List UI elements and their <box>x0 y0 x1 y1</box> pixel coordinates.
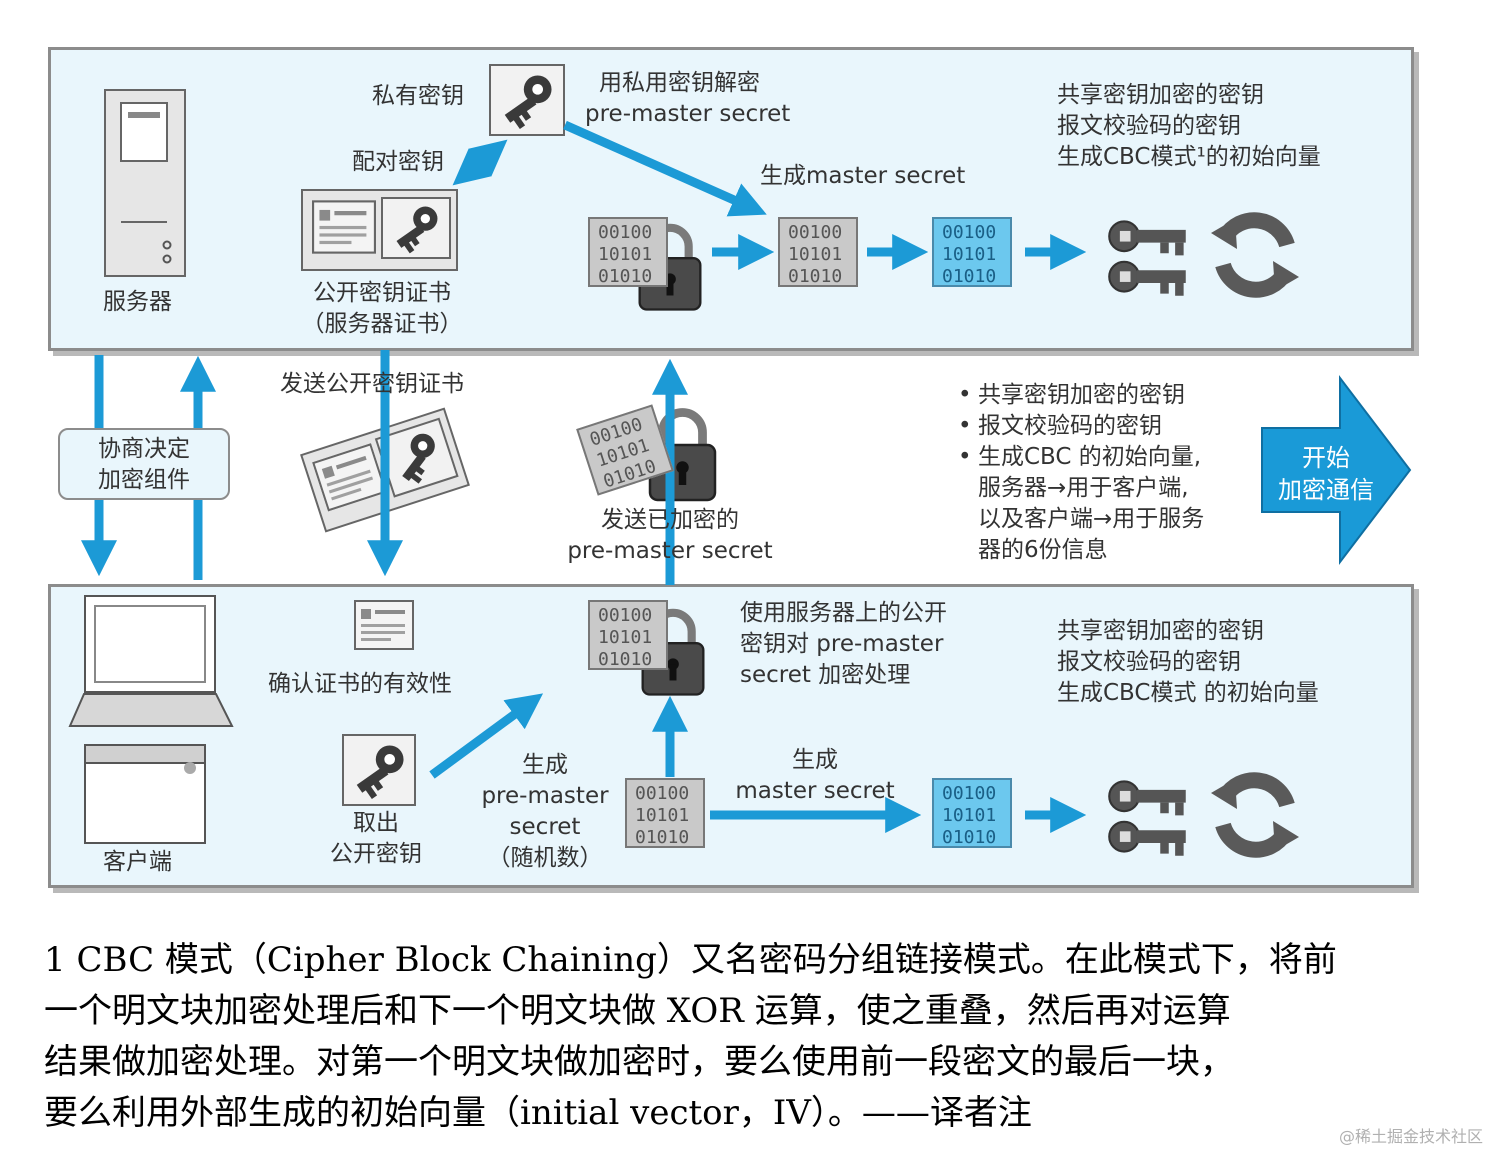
server-certificate-icon <box>301 189 458 271</box>
client-panel <box>48 584 1414 888</box>
keys-info-label: 共享密钥加密的密钥报文校验码的密钥生成CBC模式¹的初始向量 <box>1057 82 1321 170</box>
private-key-label: 私有密钥 <box>372 83 464 109</box>
start-communication-label: 开始加密通信 <box>1278 444 1374 504</box>
private-key-icon <box>489 64 565 136</box>
certificate-doc-icon <box>353 600 415 650</box>
take-key-label: 取出公开密钥 <box>330 810 422 867</box>
start-communication-arrow <box>1261 375 1412 565</box>
cycle-icon-client <box>1211 779 1299 851</box>
server-icon <box>104 89 186 277</box>
public-key-icon <box>342 734 416 806</box>
verify-cert-label: 确认证书的有效性 <box>268 671 452 697</box>
send-cert-label: 发送公开密钥证书 <box>280 371 464 397</box>
footnote: 1 CBC 模式（Cipher Block Chaining）又名密码分组链接模… <box>44 940 1337 1133</box>
server-label: 服务器 <box>103 289 172 315</box>
client-label: 客户端 <box>103 849 172 875</box>
negotiate-cipher-box: 协商决定加密组件 <box>58 428 230 500</box>
flow-arrows <box>81 120 1087 833</box>
six-info-list: 共享密钥加密的密钥 报文校验码的密钥 生成CBC 的初始向量, 服务器→用于客户… <box>958 380 1204 566</box>
pair-key-label: 配对密钥 <box>352 149 444 175</box>
keys-info-client-label: 共享密钥加密的密钥报文校验码的密钥生成CBC模式 的初始向量 <box>1057 618 1319 706</box>
browser-icon <box>84 744 206 844</box>
watermark: @稀土掘金技术社区 <box>1338 1127 1483 1146</box>
cert-label: 公开密钥证书（服务器证书） <box>301 280 463 337</box>
laptop-icon <box>68 595 234 727</box>
shared-keys-icon-client <box>1108 780 1187 857</box>
shared-keys-icon <box>1108 220 1187 297</box>
cycle-icon <box>1211 219 1299 291</box>
gen-master-label: 生成master secret <box>760 163 966 189</box>
